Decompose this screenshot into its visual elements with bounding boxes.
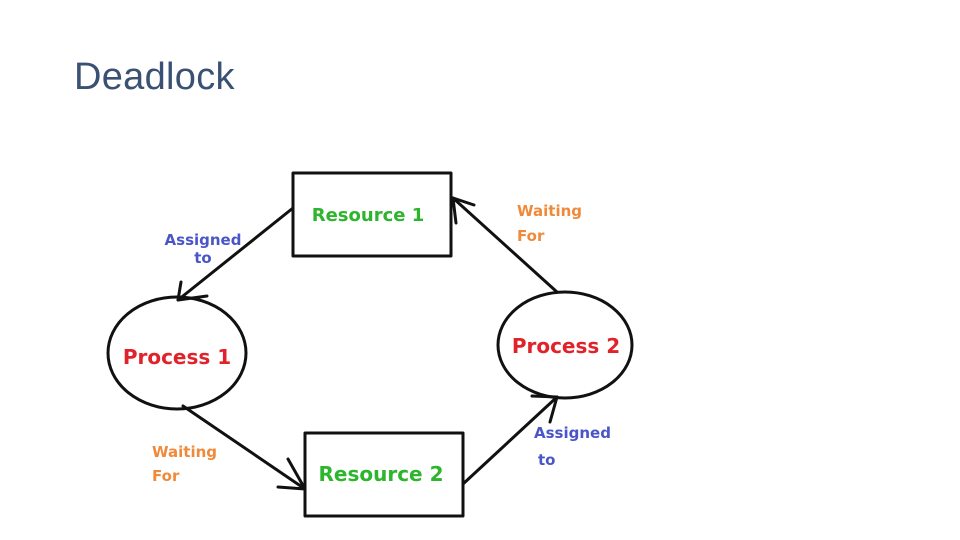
arrowhead-r2-to-p2 [530,394,559,424]
resource-2-label: Resource 2 [318,462,443,486]
edge-r1-p1-label-line2: to [194,249,211,267]
edge-p1-r2-label-line1: Waiting [152,443,217,461]
slide-title: Deadlock [74,56,235,98]
edge-p1-to-r2 [181,404,307,491]
resource-2-box [303,431,465,518]
edge-r2-p2-label-line2: to [538,451,555,469]
edge-p2-r1-label-line1: Waiting [517,202,582,220]
edge-r2-p2-label-line1: Assigned [534,424,611,442]
edge-r1-to-p1 [176,206,295,302]
edge-p1-r2-label-line2: For [152,467,180,485]
edge-p2-to-r1 [451,196,559,294]
edge-p2-r1-label-line2: For [517,227,545,245]
edge-r1-p1-label-line1: Assigned [165,231,242,249]
arrowhead-r1-to-p1 [176,280,209,302]
resource-1-box [291,171,453,258]
edge-r2-to-p2 [461,395,559,486]
process-1-label: Process 1 [123,345,231,369]
resource-1-label: Resource 1 [312,205,425,226]
process-2-ellipse [496,290,634,400]
arrowhead-p1-to-r2 [276,457,307,491]
process-2-label: Process 2 [512,334,620,358]
arrowhead-p2-to-r1 [451,196,476,225]
